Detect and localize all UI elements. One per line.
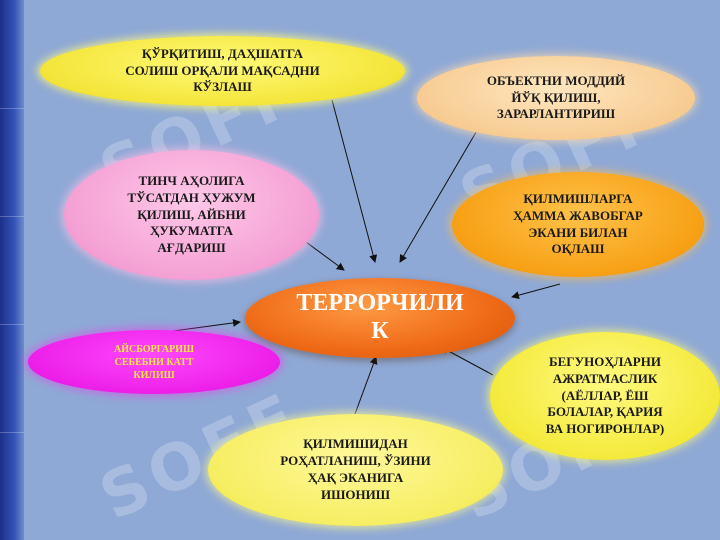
node-sudden-attack-label: ТИНЧ АҲОЛИГА ТЎСАТДАН ҲУЖУМ ҚИЛИШ, АЙБНИ… [127,172,256,256]
arrow-from-pleasure [354,356,378,415]
arrow-from-damage [399,121,483,263]
center-node-terrorism: ТЕРРОРЧИЛИ К [245,278,515,358]
node-fear-intimidation-label: ҚЎРҚИТИШ, ДАҲШАТГА СОЛИШ ОРҚАЛИ МАҚСАДНИ… [125,45,320,95]
arrow-from-fear [331,99,378,263]
node-magenta: АЙСБОРГАРИШ СЕБЕБНИ КАТТ КИЛИШ [28,330,280,394]
node-magenta-label: АЙСБОРГАРИШ СЕБЕБНИ КАТТ КИЛИШ [113,343,194,381]
node-self-righteousness-label: ҚИЛМИШИДАН РОҲАТЛАНИШ, ЎЗИНИ ҲАҚ ЭКАНИГА… [280,436,431,502]
center-node-label: ТЕРРОРЧИЛИ К [296,290,464,344]
arrow-from-justify [511,283,561,300]
arrow-from-attack [305,241,345,271]
node-justification-label: ҚИЛМИШЛАРГА ҲАММА ЖАВОБГАР ЭКАНИ БИЛАН О… [513,190,643,257]
node-fear-intimidation: ҚЎРҚИТИШ, ДАҲШАТГА СОЛИШ ОРҚАЛИ МАҚСАДНИ… [40,36,405,106]
node-material-destruction: ОБЪЕКТНИ МОДДИЙ ЙЎҚ ҚИЛИШ, ЗАРАРЛАНТИРИШ [417,56,695,140]
node-self-righteousness: ҚИЛМИШИДАН РОҲАТЛАНИШ, ЎЗИНИ ҲАҚ ЭКАНИГА… [208,414,503,526]
node-indiscriminate-label: БЕГУНОҲЛАРНИ АЖРАТМАСЛИК (АЁЛЛАР, ЁШ БОЛ… [545,353,665,437]
arrow-from-magenta [172,318,241,332]
node-justification: ҚИЛМИШЛАРГА ҲАММА ЖАВОБГАР ЭКАНИ БИЛАН О… [452,172,704,277]
node-material-destruction-label: ОБЪЕКТНИ МОДДИЙ ЙЎҚ ҚИЛИШ, ЗАРАРЛАНТИРИШ [486,72,626,122]
node-indiscriminate: БЕГУНОҲЛАРНИ АЖРАТМАСЛИК (АЁЛЛАР, ЁШ БОЛ… [490,332,720,460]
left-decor-bar [0,0,24,540]
node-sudden-attack: ТИНЧ АҲОЛИГА ТЎСАТДАН ҲУЖУМ ҚИЛИШ, АЙБНИ… [64,150,319,280]
